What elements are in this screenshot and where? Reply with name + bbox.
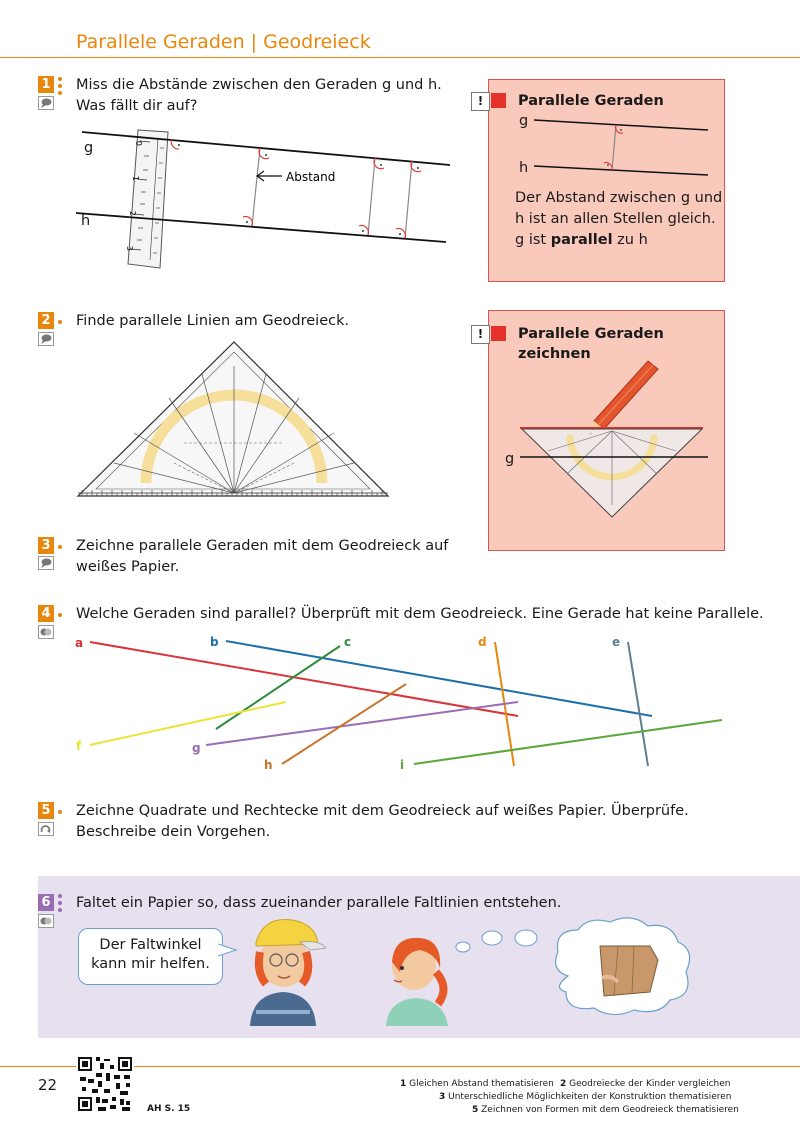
thought-bubbles-icon (455, 929, 538, 953)
line-label-f: f (76, 739, 82, 753)
red-marker-icon (491, 326, 506, 341)
ah-reference: AH S. 15 (147, 1104, 191, 1114)
thought-cloud (555, 917, 691, 1016)
task3-text-line1: Zeichne parallele Geraden mit dem Geodre… (76, 538, 449, 554)
geodreieck-figure (76, 341, 390, 497)
footer-note: 3 Unterschiedliche Möglichkeiten der Kon… (439, 1092, 732, 1102)
box2-title-line2: zeichnen (518, 346, 591, 362)
label-g: g (84, 140, 94, 156)
measuring-ruler: 0 1 2 3 (125, 129, 169, 269)
speech-bubble-icon (38, 556, 54, 570)
difficulty-dots-icon (58, 77, 64, 98)
box2-title-line1: Parallele Geraden (518, 326, 664, 342)
ruler-tick-label: 3 (125, 246, 134, 252)
task-number-3: 3 (38, 537, 54, 554)
line-h (76, 212, 447, 243)
line-i (413, 719, 723, 765)
child-boy-illustration (250, 918, 326, 1026)
line-h-task4 (281, 683, 407, 765)
ruler-tick-label: 2 (128, 211, 137, 217)
distance-label: Abstand (286, 170, 335, 184)
bubble-line2: kann mir helfen. (91, 956, 210, 972)
speech-bubble: Der Faltwinkel kann mir helfen. (78, 928, 223, 985)
line-label-h: h (264, 758, 273, 772)
line-label-d: d (478, 635, 487, 649)
bubble-line1: Der Faltwinkel (99, 937, 202, 953)
line-label-b: b (210, 635, 219, 649)
line-label-g: g (192, 741, 201, 755)
folded-paper-icon (599, 945, 659, 997)
footer-note: 1 Gleichen Abstand thematisieren (400, 1079, 554, 1089)
task1-parallel-lines-figure: 0 1 2 3 Abstand (76, 129, 451, 269)
task-number-2: 2 (38, 312, 54, 329)
red-marker-icon (491, 93, 506, 108)
box1-parallel-figure (533, 119, 709, 176)
difficulty-dots-icon (58, 320, 64, 327)
line-f (89, 701, 287, 746)
difficulty-dots-icon (58, 613, 64, 620)
child-girl-illustration (386, 937, 448, 1026)
qr-code-icon[interactable] (76, 1055, 134, 1113)
speech-bubble-icon (38, 332, 54, 346)
line-a (89, 641, 519, 717)
partner-work-icon (38, 625, 54, 639)
line-b (225, 640, 653, 717)
ruler-tick-label: 1 (131, 176, 140, 182)
speech-bubble-icon (38, 96, 54, 110)
exclamation-icon: ! (471, 92, 490, 111)
box1-label-g: g (519, 113, 529, 129)
line-c (215, 645, 341, 730)
line-label-i: i (400, 758, 404, 772)
box1-text-line2: h ist an allen Stellen gleich. (515, 211, 716, 227)
title-divider (0, 57, 800, 58)
drawing-parallel-figure (520, 360, 708, 518)
describe-procedure-icon (38, 822, 54, 836)
task1-text-line1: Miss die Abstände zwischen den Geraden g… (76, 77, 442, 93)
bubble-tail (218, 943, 238, 957)
task5-text-line2: Beschreibe dein Vorgehen. (76, 824, 271, 840)
line-e (627, 641, 649, 767)
footer-note: 5 Zeichnen von Formen mit dem Geodreieck… (472, 1105, 739, 1115)
difficulty-dots-icon (58, 810, 64, 817)
task-number-4: 4 (38, 605, 54, 622)
task1-text-line2: Was fällt dir auf? (76, 98, 198, 114)
task4-text: Welche Geraden sind parallel? Überprüft … (76, 606, 764, 622)
box1-label-h: h (519, 160, 529, 176)
task6-text: Faltet ein Papier so, dass zueinander pa… (76, 895, 562, 911)
page-title: Parallele Geraden | Geodreieck (76, 31, 371, 53)
distance-segments (251, 147, 413, 239)
task2-text: Finde parallele Linien am Geodreieck. (76, 313, 350, 329)
pencil-icon (588, 360, 659, 435)
difficulty-dots-icon (58, 545, 64, 552)
exclamation-icon: ! (471, 325, 490, 344)
line-label-e: e (612, 635, 620, 649)
box1-title: Parallele Geraden (518, 93, 664, 109)
box2-label-g: g (505, 451, 515, 467)
line-g (81, 131, 451, 166)
line-g-task4 (205, 701, 519, 746)
footer-note: 2 Geodreiecke der Kinder vergleichen (560, 1079, 731, 1089)
box1-text-line3: g ist parallel zu h (515, 232, 648, 248)
line-label-c: c (344, 635, 351, 649)
task3-text-line2: weißes Papier. (76, 559, 180, 575)
line-label-a: a (75, 636, 83, 650)
task-number-5: 5 (38, 802, 54, 819)
task5-text-line1: Zeichne Quadrate und Rechtecke mit dem G… (76, 803, 689, 819)
partner-work-icon (38, 914, 54, 928)
label-h: h (81, 213, 91, 229)
box1-text-line1: Der Abstand zwischen g und (515, 190, 723, 206)
task4-lines-figure: a b c d e f g h i (75, 635, 723, 772)
page-number: 22 (38, 1076, 58, 1094)
right-angle-marks (170, 138, 422, 239)
info-box-parallel (488, 79, 725, 282)
task-number-6: 6 (38, 894, 54, 911)
ruler-tick-label: 0 (134, 141, 143, 147)
task-number-1: 1 (38, 76, 54, 93)
footer-divider (0, 1066, 800, 1067)
difficulty-dots-icon (58, 894, 64, 915)
